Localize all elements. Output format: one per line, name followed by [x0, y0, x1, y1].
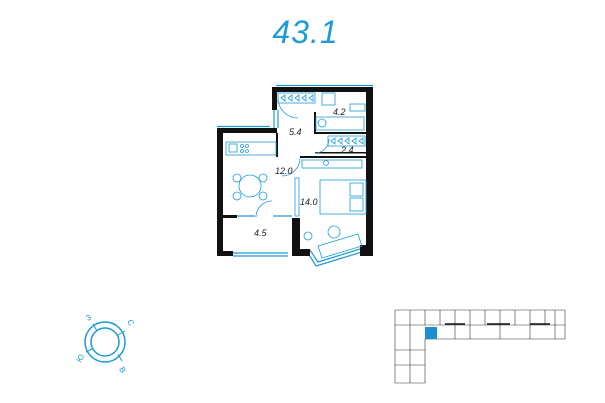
dining-table-icon [238, 174, 262, 198]
door-swing [277, 97, 299, 119]
room-area-hallway: 5.4 [289, 127, 302, 137]
room-area-loggia: 4.5 [254, 228, 268, 238]
chair-icon [327, 225, 341, 239]
windows [217, 84, 373, 267]
tv-stand [301, 159, 363, 169]
sink-icon [321, 92, 336, 106]
bedroom-partition [294, 177, 300, 217]
wardrobe-closet [327, 135, 366, 147]
room-area-kitchen: 12.0 [275, 166, 293, 176]
room-area-bathroom: 4.2 [333, 107, 346, 117]
toilet-icon [349, 103, 366, 112]
kitchen-counter [225, 141, 277, 156]
fixtures [225, 92, 367, 259]
bed-icon [319, 179, 367, 215]
compass-icon: З С Ю В [75, 313, 137, 375]
apartment-highlight [425, 327, 437, 339]
desk-icon [317, 233, 363, 259]
compass-north: С [125, 318, 136, 328]
apartment-area-title: 43.1 [272, 14, 339, 50]
room-area-bedroom: 14.0 [300, 197, 318, 207]
compass-south: Ю [75, 352, 87, 364]
building-site-plan [394, 309, 566, 384]
compass-east: В [117, 365, 127, 374]
room-area-wardrobe: 2.4 [340, 145, 354, 155]
kitchen-sink [228, 143, 238, 153]
plant-icon [303, 231, 313, 241]
walls [217, 87, 373, 256]
bathtub-icon [315, 116, 365, 131]
compass-west: З [84, 313, 93, 323]
